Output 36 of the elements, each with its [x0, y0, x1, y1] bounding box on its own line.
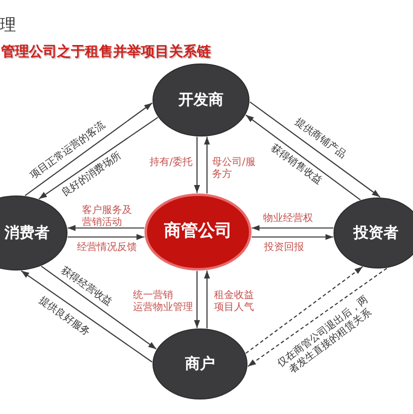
edge-label: 物业经营权 — [263, 213, 313, 225]
edge-label: 母公司/服务方 — [212, 157, 256, 181]
arrow — [68, 234, 144, 240]
arrow — [38, 116, 158, 200]
edge-label: 租金收益项目人气 — [214, 290, 255, 314]
edge-label: 投资回报 — [264, 242, 304, 254]
edge-label: 获得销售收益 — [268, 142, 324, 188]
arrow — [252, 234, 334, 240]
edge-label: 仅在商管公司退出后，两者发生直接的租赁关系 — [274, 293, 375, 378]
node-label: 消费者 — [4, 224, 50, 242]
diagram-title: 管理公司之于租售并举项目关系链 — [1, 44, 211, 61]
heading-text: 理 — [0, 16, 16, 34]
ellipse-node — [144, 193, 252, 271]
arrow — [194, 271, 200, 328]
arrow — [250, 101, 380, 198]
ellipse-node — [152, 63, 250, 137]
arrow — [194, 136, 200, 193]
edge-label: 客户服务及营销活动 — [82, 205, 133, 229]
dashed-arrow — [248, 268, 388, 367]
dashed-arrow — [245, 266, 363, 354]
edge-label: 统一营销运营物业管理 — [133, 290, 194, 314]
arrow — [252, 225, 334, 231]
arrow — [40, 266, 157, 350]
arrow — [204, 270, 210, 328]
arrow — [20, 270, 152, 362]
edge-label: 持有/委托 — [149, 157, 193, 169]
arrow — [204, 136, 210, 194]
arrow — [68, 225, 144, 231]
arrow — [245, 114, 361, 200]
node-label: 商户 — [185, 355, 215, 373]
node-label: 投资者 — [354, 224, 398, 242]
edge-label: 经营情况反馈 — [77, 242, 137, 254]
arrow — [24, 102, 153, 196]
node-label: 商管公司 — [164, 222, 232, 242]
ellipse-node — [152, 328, 248, 400]
node-label: 开发商 — [178, 91, 224, 109]
